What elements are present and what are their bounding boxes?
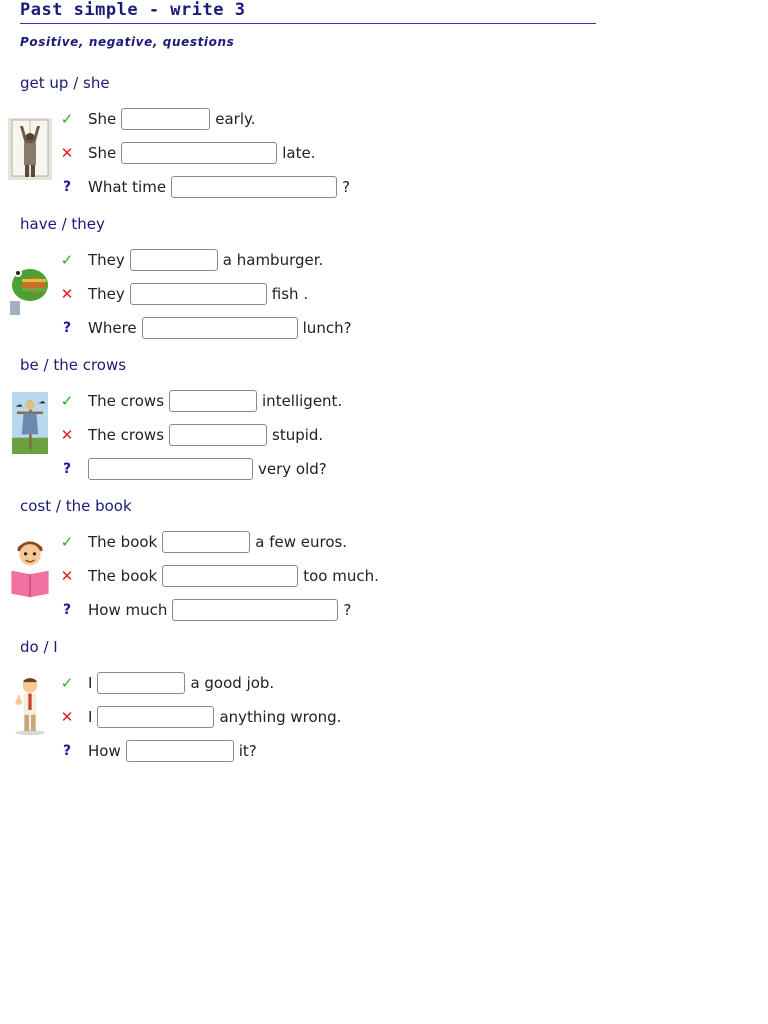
section-heading: have / they	[20, 215, 105, 233]
check-icon: ✓	[60, 110, 74, 128]
sentence-end: it?	[238, 742, 257, 760]
sentence-start: They	[88, 251, 125, 269]
section-heading: cost / the book	[20, 497, 132, 515]
row-positive: ✓ They a hamburger.	[56, 247, 323, 273]
sentence-start: How	[88, 742, 121, 760]
row-negative: ✕ The crows stupid.	[56, 422, 323, 448]
sentence-start: The crows	[88, 426, 165, 444]
row-question: ? What time ?	[56, 174, 350, 200]
row-negative: ✕ The book too much.	[56, 563, 379, 589]
section-heading: get up / she	[20, 74, 110, 92]
sentence-end: too much.	[303, 567, 379, 585]
check-icon: ✓	[60, 251, 74, 269]
row-question: ? very old?	[56, 456, 327, 482]
answer-input[interactable]	[129, 249, 218, 271]
row-question: ? How much ?	[56, 597, 351, 623]
sentence-start: She	[88, 144, 117, 162]
page-subtitle: Positive, negative, questions	[20, 35, 235, 49]
sentence-end: a hamburger.	[222, 251, 324, 269]
sentence-start: I	[88, 674, 93, 692]
cross-icon: ✕	[60, 708, 74, 726]
row-question: ? How it?	[56, 738, 257, 764]
question-icon: ?	[62, 602, 72, 618]
row-positive: ✓ The book a few euros.	[56, 529, 347, 555]
cross-icon: ✕	[60, 567, 74, 585]
cross-icon: ✕	[60, 285, 74, 303]
answer-input[interactable]	[169, 424, 268, 446]
check-icon: ✓	[60, 533, 74, 551]
sentence-end: early.	[215, 110, 256, 128]
frog-eating-hamburger-image	[10, 269, 48, 315]
sentence-start: They	[88, 285, 125, 303]
sentence-end: very old?	[258, 460, 327, 478]
sentence-end: fish .	[271, 285, 309, 303]
page-title: Past simple - write 3	[20, 0, 246, 20]
answer-input[interactable]	[171, 176, 338, 198]
sentence-start: What time	[88, 178, 167, 196]
section-heading: be / the crows	[20, 356, 127, 374]
question-icon: ?	[62, 179, 72, 195]
answer-input[interactable]	[141, 317, 298, 339]
row-negative: ✕ They fish .	[56, 281, 308, 307]
answer-input[interactable]	[129, 283, 267, 305]
sentence-end: anything wrong.	[219, 708, 342, 726]
woman-at-window-image	[8, 118, 52, 180]
answer-input[interactable]	[125, 740, 234, 762]
question-icon: ?	[62, 461, 72, 477]
answer-input[interactable]	[97, 706, 215, 728]
answer-input[interactable]	[88, 458, 253, 480]
sentence-start: The book	[88, 567, 158, 585]
row-positive: ✓ I a good job.	[56, 670, 274, 696]
answer-input[interactable]	[162, 565, 299, 587]
sentence-start: She	[88, 110, 117, 128]
row-negative: ✕ I anything wrong.	[56, 704, 341, 730]
section-heading: do / I	[20, 638, 58, 656]
sentence-start: The crows	[88, 392, 165, 410]
answer-input[interactable]	[121, 142, 278, 164]
sentence-end: ?	[342, 178, 351, 196]
sentence-end: a few euros.	[255, 533, 348, 551]
scarecrow-with-crows-image	[12, 392, 48, 454]
answer-input[interactable]	[172, 599, 339, 621]
sentence-start: The book	[88, 533, 158, 551]
sentence-end: intelligent.	[262, 392, 343, 410]
question-icon: ?	[62, 743, 72, 759]
sentence-start: I	[88, 708, 93, 726]
row-negative: ✕ She late.	[56, 140, 316, 166]
sentence-start: Where	[88, 319, 137, 337]
man-thumbs-up-image	[15, 678, 45, 736]
boy-reading-book-image	[11, 541, 49, 598]
cross-icon: ✕	[60, 144, 74, 162]
sentence-end: a good job.	[190, 674, 275, 692]
row-positive: ✓ The crows intelligent.	[56, 388, 342, 414]
question-icon: ?	[62, 320, 72, 336]
sentence-end: lunch?	[302, 319, 352, 337]
answer-input[interactable]	[121, 108, 211, 130]
cross-icon: ✕	[60, 426, 74, 444]
sentence-end: ?	[343, 601, 352, 619]
answer-input[interactable]	[169, 390, 258, 412]
row-question: ? Where lunch?	[56, 315, 352, 341]
answer-input[interactable]	[162, 531, 251, 553]
sentence-end: late.	[282, 144, 316, 162]
answer-input[interactable]	[97, 672, 186, 694]
check-icon: ✓	[60, 392, 74, 410]
row-positive: ✓ She early.	[56, 106, 256, 132]
sentence-start: How much	[88, 601, 168, 619]
title-divider	[20, 23, 596, 24]
sentence-end: stupid.	[272, 426, 324, 444]
check-icon: ✓	[60, 674, 74, 692]
